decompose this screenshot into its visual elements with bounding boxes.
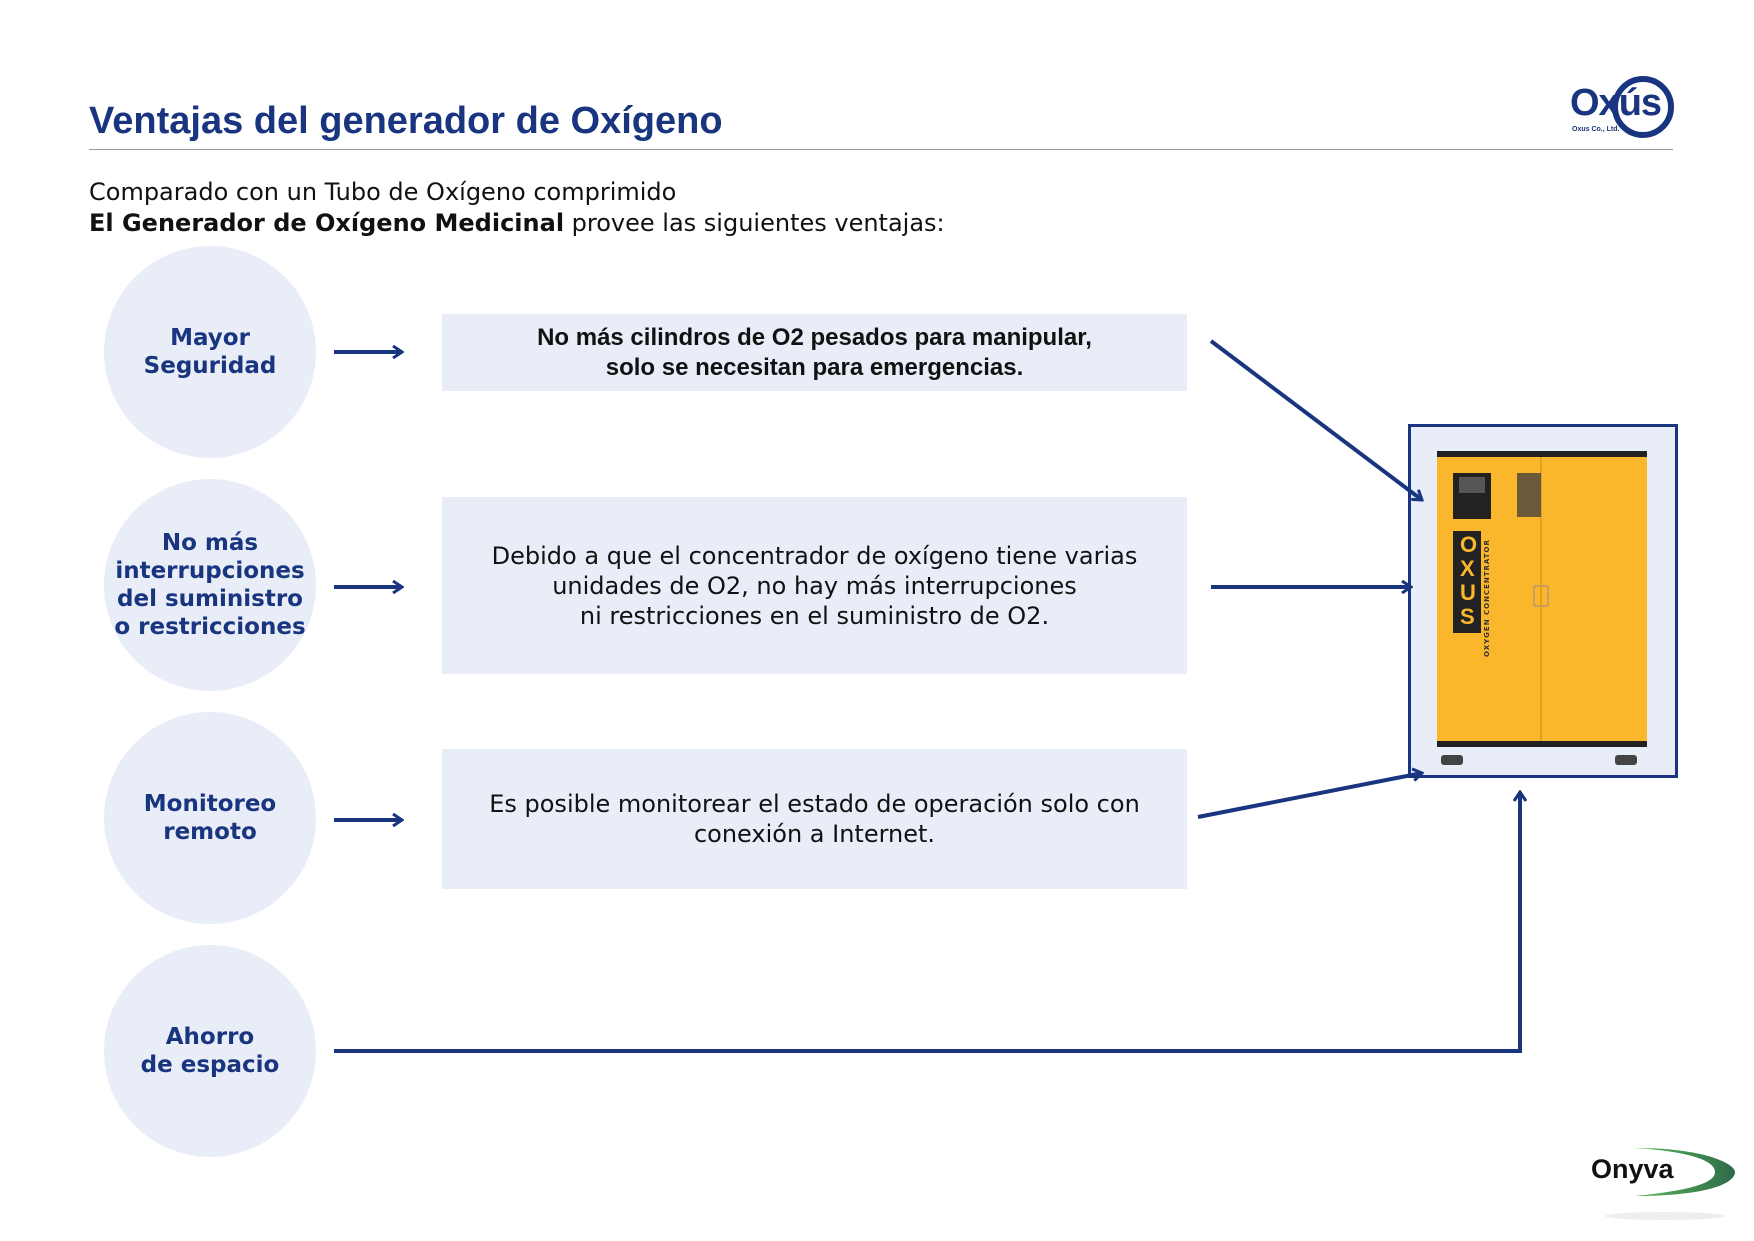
oxygen-concentrator-image: OXUS OXYGEN CONCENTRATOR [1437, 451, 1647, 747]
description-box-safety: No más cilindros de O2 pesados para mani… [442, 314, 1187, 391]
advantage-circle-supply: No más interrupciones del suministro o r… [104, 479, 316, 691]
description-box-monitoring: Es posible monitorear el estado de opera… [442, 749, 1187, 889]
onyva-logo: Onyva [1585, 1144, 1737, 1226]
description-box-supply: Debido a que el concentrador de oxígeno … [442, 497, 1187, 674]
intro-line-1: Comparado con un Tubo de Oxígeno comprim… [89, 178, 677, 206]
arrow-monitoring-to-product [1197, 773, 1422, 819]
advantage-circle-space: Ahorro de espacio [104, 945, 316, 1157]
advantage-circle-safety: Mayor Seguridad [104, 246, 316, 458]
advantage-circle-monitoring: Monitoreo remoto [104, 712, 316, 924]
oxus-logo: Oxús Oxus Co., Ltd. [1568, 76, 1678, 140]
intro-line-2: El Generador de Oxígeno Medicinal provee… [89, 209, 945, 237]
product-frame: OXUS OXYGEN CONCENTRATOR [1408, 424, 1678, 778]
brand-label: OXUS [1453, 531, 1481, 633]
intro-bold: El Generador de Oxígeno Medicinal [89, 209, 565, 237]
arrow-space-to-product [334, 792, 1520, 1053]
intro-rest: provee las siguientes ventajas: [564, 209, 945, 237]
title-divider [89, 149, 1673, 150]
arrow-safety-to-product [1209, 339, 1422, 500]
page-title: Ventajas del generador de Oxígeno [89, 100, 723, 142]
